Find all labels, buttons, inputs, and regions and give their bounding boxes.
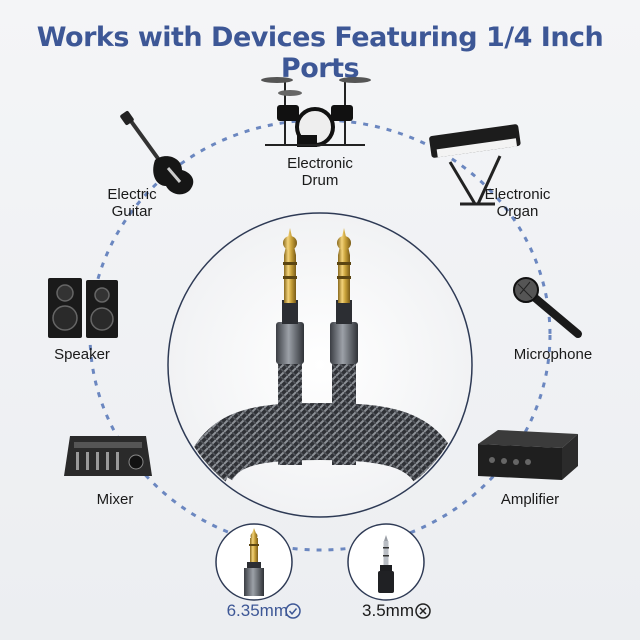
plug-3-5-icon — [378, 535, 394, 593]
page-title: Works with Devices Featuring 1/4 Inch Po… — [36, 22, 604, 84]
cable-illustration — [178, 228, 467, 497]
microphone-icon — [513, 277, 582, 338]
speaker-icon — [48, 278, 118, 338]
x-circle-icon — [415, 603, 431, 619]
label-3-5mm: 3.5mm — [362, 601, 414, 620]
organ-icon — [429, 124, 521, 206]
label-electronic-drum: Electronic Drum — [287, 155, 353, 189]
cable-circle — [167, 212, 473, 518]
amplifier-icon — [478, 430, 578, 480]
label-speaker: Speaker — [54, 346, 110, 363]
label-electronic-organ: Electronic Organ — [484, 186, 551, 220]
label-microphone: Microphone — [513, 346, 593, 363]
mixer-icon — [64, 436, 152, 476]
label-electric-guitar: Electric Guitar — [107, 186, 157, 220]
label-mixer: Mixer — [96, 491, 134, 508]
plug-6-35-icon — [244, 528, 264, 596]
check-circle-icon — [285, 603, 301, 619]
guitar-icon — [120, 111, 194, 195]
label-amplifier: Amplifier — [500, 491, 560, 508]
label-6-35mm: 6.35mm — [226, 601, 288, 620]
drum-icon — [261, 77, 371, 147]
